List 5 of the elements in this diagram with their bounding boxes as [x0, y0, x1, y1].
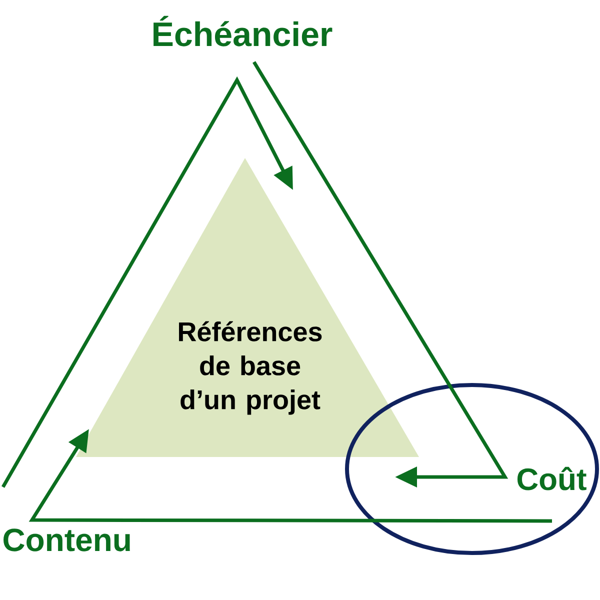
constraint-label: Contenu — [4, 528, 130, 552]
bent-arrow — [1, 76, 293, 488]
center-triangle: Références de base d’un projet — [76, 158, 419, 457]
constraint-label: Échéancier — [154, 16, 332, 46]
bent-arrow — [252, 61, 508, 488]
